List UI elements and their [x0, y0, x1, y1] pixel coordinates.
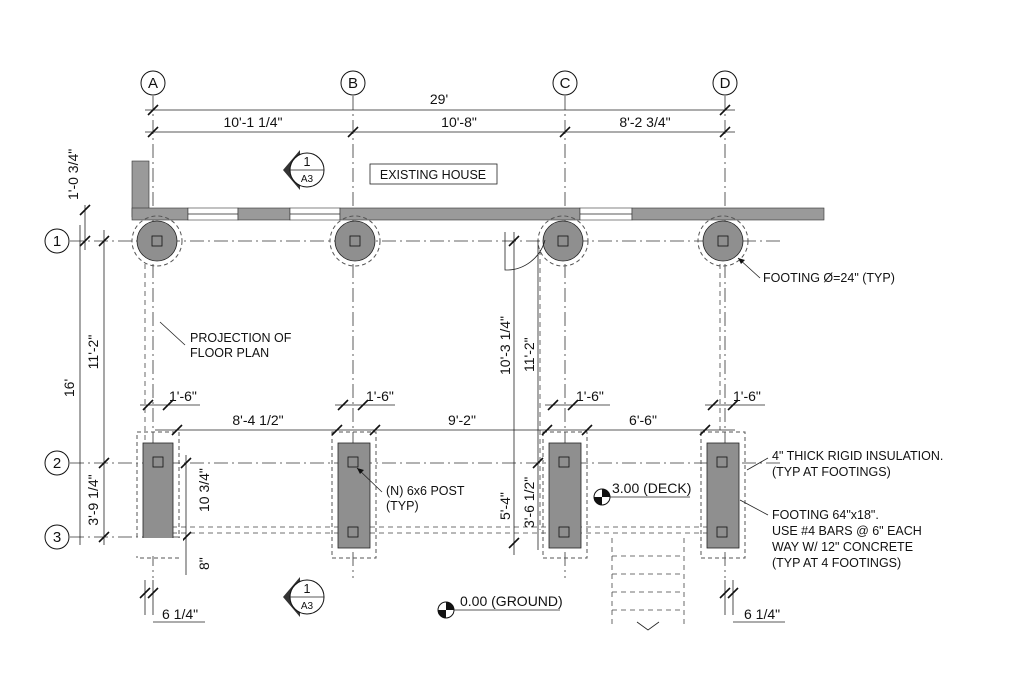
post-edge-dims: 10 3/4" 8"	[135, 455, 212, 575]
svg-text:6 1/4": 6 1/4"	[744, 606, 780, 622]
grid-bubble-d: D	[712, 70, 738, 96]
round-footing-b	[329, 215, 381, 267]
svg-text:1'-0 3/4": 1'-0 3/4"	[65, 149, 81, 200]
floor-plan-projection	[144, 232, 725, 534]
existing-house-label: EXISTING HOUSE	[369, 163, 498, 185]
wall-offset-dimension: 1'-0 3/4"	[65, 149, 91, 250]
svg-text:3'-6 1/2": 3'-6 1/2"	[521, 477, 537, 528]
round-footing-c	[537, 215, 589, 267]
svg-text:4" THICK RIGID INSULATION.: 4" THICK RIGID INSULATION.	[772, 449, 943, 463]
rect-footing-d	[700, 431, 746, 559]
svg-text:A: A	[148, 75, 158, 92]
svg-text:0.00 (GROUND): 0.00 (GROUND)	[460, 593, 563, 609]
dim-bay-bc: 10'-8"	[441, 114, 477, 130]
svg-text:8": 8"	[196, 557, 212, 570]
bay-dimensions: 10'-1 1/4" 10'-8" 8'-2 3/4"	[145, 114, 735, 138]
svg-text:B: B	[348, 75, 358, 92]
svg-text:FOOTING Ø=24" (TYP): FOOTING Ø=24" (TYP)	[763, 271, 895, 285]
grid-bubble-1: 1	[44, 228, 70, 254]
svg-text:10 3/4": 10 3/4"	[196, 468, 212, 512]
footing-width-dims: 1'-6" 1'-6" 1'-6" 1'-6"	[140, 388, 765, 411]
svg-text:11'-2": 11'-2"	[521, 337, 537, 372]
svg-text:D: D	[720, 75, 731, 92]
svg-text:1'-6": 1'-6"	[733, 388, 761, 404]
grid-bubble-3: 3	[44, 524, 70, 550]
svg-text:29': 29'	[430, 91, 448, 107]
section-marker-bottom: 1 A3	[283, 577, 325, 617]
svg-text:11'-2": 11'-2"	[85, 335, 101, 370]
dim-bay-cd: 8'-2 3/4"	[619, 114, 670, 130]
overall-depth-dimension: 16'	[61, 225, 81, 545]
deck-level-marker: 3.00 (DECK)	[593, 480, 691, 506]
svg-text:WAY W/ 12" CONCRETE: WAY W/ 12" CONCRETE	[772, 540, 913, 554]
svg-text:A3: A3	[301, 601, 314, 612]
svg-text:1'-6": 1'-6"	[576, 388, 604, 404]
clear-span-dims: 8'-4 1/2" 9'-2" 6'-6"	[155, 412, 735, 436]
svg-text:(N) 6x6 POST: (N) 6x6 POST	[386, 484, 465, 498]
svg-text:PROJECTION OF: PROJECTION OF	[190, 331, 292, 345]
svg-text:(TYP AT FOOTINGS): (TYP AT FOOTINGS)	[772, 465, 891, 479]
round-footing-a	[131, 215, 183, 267]
grid-bubble-2: 2	[44, 450, 70, 476]
svg-text:5'-4": 5'-4"	[497, 492, 513, 520]
svg-text:1'-6": 1'-6"	[169, 388, 197, 404]
svg-text:1: 1	[53, 233, 61, 250]
deck-stairs	[611, 538, 685, 631]
svg-text:3'-9 1/4": 3'-9 1/4"	[85, 474, 101, 525]
svg-text:9'-2": 9'-2"	[448, 412, 476, 428]
note-round-footing: FOOTING Ø=24" (TYP)	[737, 257, 895, 285]
section-marker-top: 1 A3	[283, 150, 325, 190]
grid-bubble-a: A	[140, 70, 166, 96]
svg-text:1: 1	[304, 155, 311, 169]
ground-level-marker: 0.00 (GROUND)	[437, 593, 563, 619]
svg-text:C: C	[560, 75, 571, 92]
svg-text:1: 1	[304, 582, 311, 596]
rect-footing-c	[542, 431, 588, 559]
svg-text:10'-3 1/4": 10'-3 1/4"	[497, 316, 513, 375]
svg-text:FLOOR PLAN: FLOOR PLAN	[190, 346, 269, 360]
svg-text:EXISTING HOUSE: EXISTING HOUSE	[380, 168, 486, 182]
svg-text:1'-6": 1'-6"	[366, 388, 394, 404]
svg-text:USE #4 BARS @ 6" EACH: USE #4 BARS @ 6" EACH	[772, 524, 922, 538]
svg-text:3: 3	[53, 529, 61, 546]
column-c-vertical-dims: 10'-3 1/4" 5'-4" 11'-2" 3'-6 1/2"	[497, 232, 544, 555]
note-post: (N) 6x6 POST (TYP)	[356, 467, 465, 513]
rect-footing-b	[331, 431, 377, 559]
svg-text:A3: A3	[301, 174, 314, 185]
rect-footing-a	[136, 431, 180, 559]
dim-bay-ab: 10'-1 1/4"	[223, 114, 282, 130]
round-footing-d	[697, 215, 749, 267]
bottom-offset-dims: 6 1/4" 6 1/4"	[139, 580, 785, 623]
note-insulation: 4" THICK RIGID INSULATION. (TYP AT FOOTI…	[746, 449, 943, 479]
overall-width-dimension: 29'	[145, 91, 735, 116]
existing-house-wall	[131, 160, 825, 221]
grid-lines-vertical	[152, 96, 726, 578]
svg-text:(TYP AT 4 FOOTINGS): (TYP AT 4 FOOTINGS)	[772, 556, 901, 570]
svg-text:2: 2	[53, 455, 61, 472]
svg-text:(TYP): (TYP)	[386, 499, 419, 513]
svg-text:FOOTING 64"x18".: FOOTING 64"x18".	[772, 508, 879, 522]
svg-text:8'-4 1/2": 8'-4 1/2"	[232, 412, 283, 428]
svg-text:6 1/4": 6 1/4"	[162, 606, 198, 622]
svg-text:16': 16'	[61, 379, 77, 397]
svg-text:6'-6": 6'-6"	[629, 412, 657, 428]
row-depth-dimensions: 11'-2" 3'-9 1/4"	[85, 230, 110, 545]
svg-text:3.00 (DECK): 3.00 (DECK)	[612, 480, 691, 496]
note-projection-floor-plan: PROJECTION OF FLOOR PLAN	[159, 321, 292, 360]
grid-bubble-c: C	[552, 70, 578, 96]
grid-bubble-b: B	[340, 70, 366, 96]
note-footing-spec: FOOTING 64"x18". USE #4 BARS @ 6" EACH W…	[739, 499, 922, 570]
